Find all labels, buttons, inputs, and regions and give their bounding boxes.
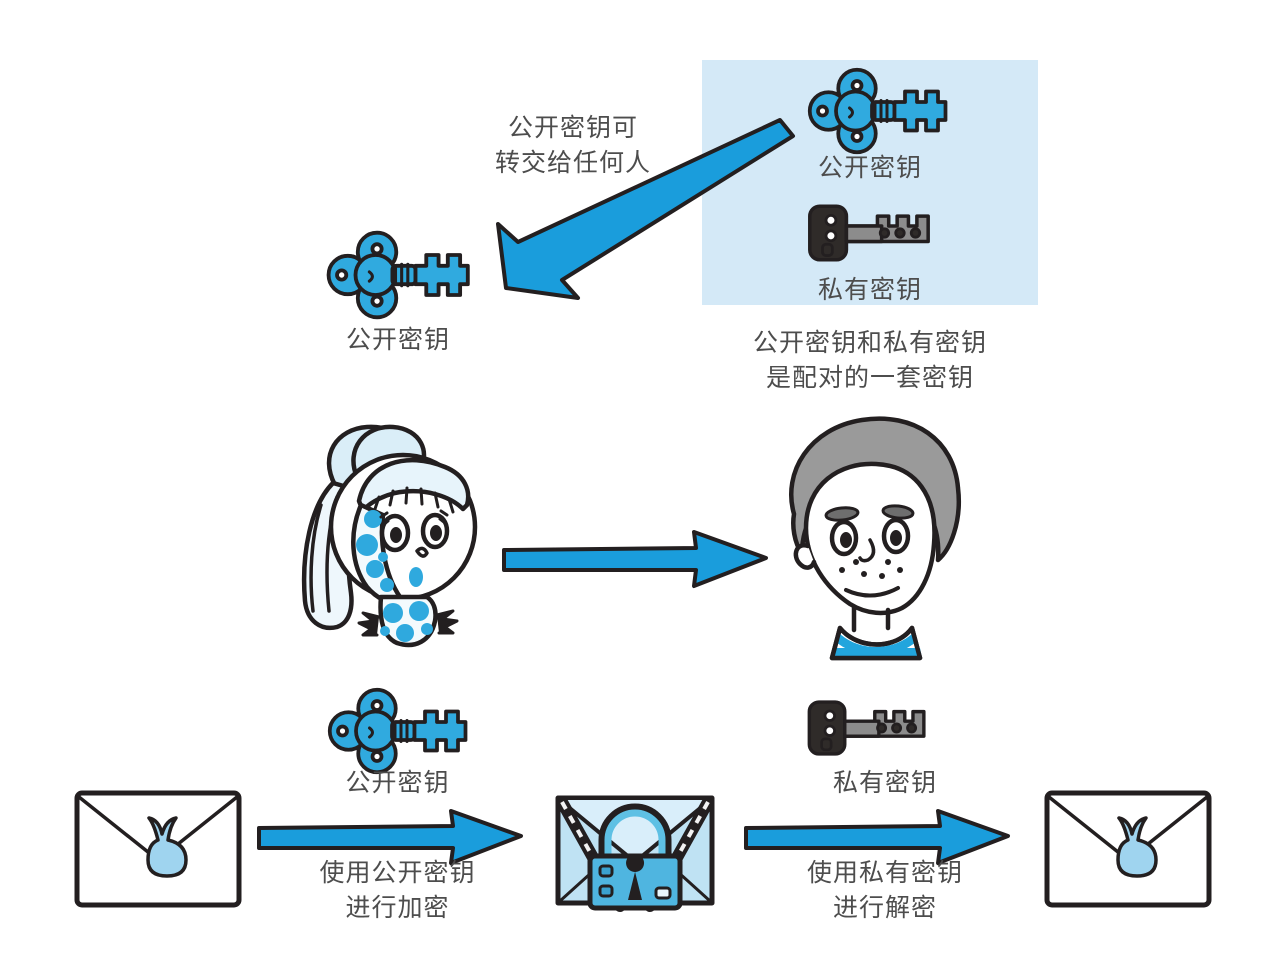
right-arrow-icon <box>744 809 1010 865</box>
decrypt-note-label: 使用私有密钥 进行解密 <box>806 858 963 922</box>
envelope-icon <box>74 790 242 908</box>
bottom-private-key-label: 私有密钥 <box>832 768 937 797</box>
left-public-key-label: 公开密钥 <box>345 325 450 354</box>
public-key-icon <box>807 67 948 155</box>
bottom-public-key-label: 公开密钥 <box>345 768 450 797</box>
boy-avatar <box>788 416 962 661</box>
panel-public-key-label: 公开密钥 <box>817 153 922 182</box>
panel-private-key-label: 私有密钥 <box>817 275 922 304</box>
private-key-icon <box>808 204 930 262</box>
private-key-icon <box>807 700 926 756</box>
envelope-icon <box>1044 790 1212 908</box>
locked-envelope-icon <box>555 795 715 912</box>
public-key-icon <box>326 230 470 320</box>
diagonal-arrow-icon <box>496 118 795 300</box>
right-arrow-icon <box>502 530 768 588</box>
public-key-icon <box>327 687 468 775</box>
padlock-icon <box>587 803 683 911</box>
key-pair-note-label: 公开密钥和私有密钥 是配对的一套密钥 <box>752 328 987 392</box>
girl-avatar <box>301 424 478 648</box>
transfer-note-label: 公开密钥可 转交给任何人 <box>494 113 651 177</box>
encrypt-note-label: 使用公开密钥 进行加密 <box>319 858 476 922</box>
right-arrow-icon <box>257 809 523 865</box>
